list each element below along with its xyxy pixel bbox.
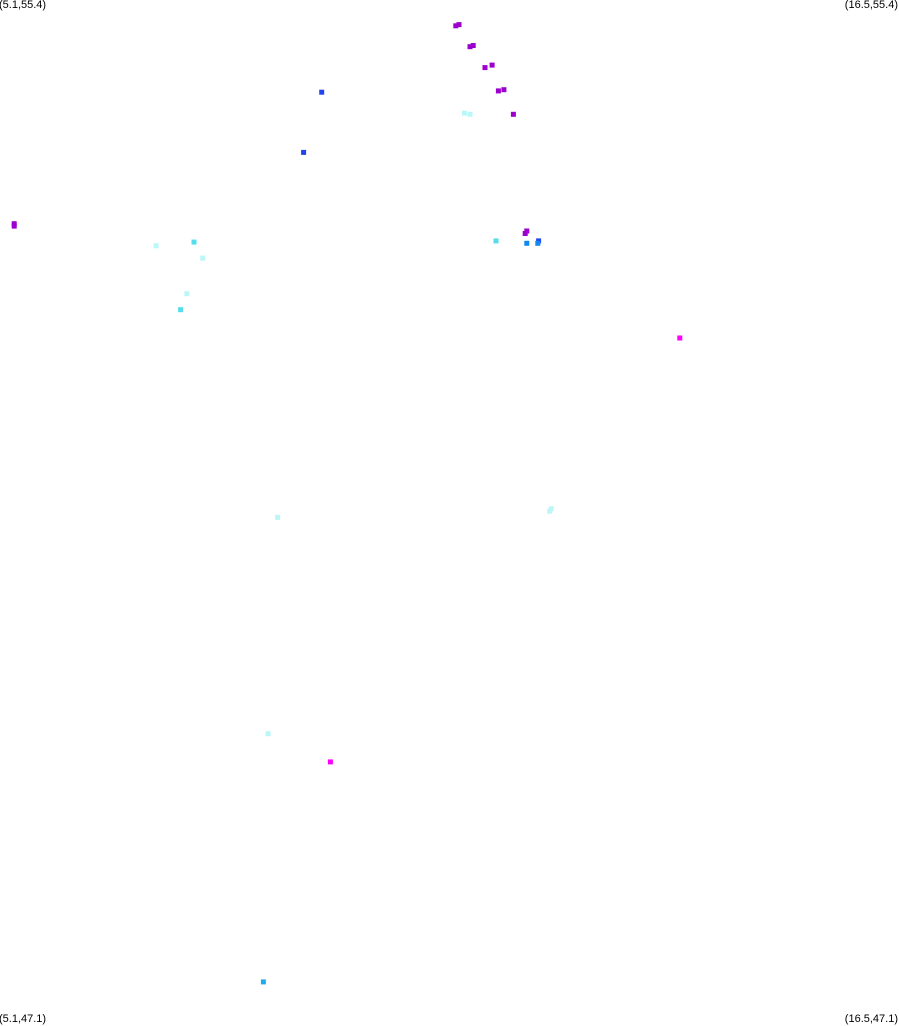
map-point-27 bbox=[677, 335, 683, 341]
map-point-31 bbox=[265, 731, 271, 737]
map-point-14 bbox=[319, 89, 325, 95]
map-point-23 bbox=[153, 243, 159, 249]
points-layer bbox=[11, 22, 683, 985]
map-point-9 bbox=[510, 111, 516, 117]
map-point-5 bbox=[482, 65, 488, 71]
map-point-21 bbox=[493, 238, 499, 244]
map-point-4 bbox=[470, 43, 476, 48]
map-point-26 bbox=[178, 307, 184, 313]
map-point-13 bbox=[11, 223, 17, 229]
map-point-1 bbox=[453, 23, 459, 29]
map-point-30 bbox=[275, 514, 281, 520]
map-point-32 bbox=[327, 759, 333, 765]
map-point-7 bbox=[495, 88, 501, 94]
corner-label-top-right: (16.5,55.4) bbox=[844, 0, 898, 11]
map-point-15 bbox=[301, 149, 307, 155]
map-point-11 bbox=[522, 231, 528, 236]
map-point-17 bbox=[524, 240, 530, 246]
map-point-33 bbox=[260, 979, 266, 985]
map-point-20 bbox=[467, 111, 473, 117]
map-point-24 bbox=[200, 255, 206, 261]
map-point-18 bbox=[535, 240, 541, 246]
map-point-8 bbox=[501, 87, 507, 93]
map-point-19 bbox=[462, 110, 467, 116]
map-point-29 bbox=[547, 508, 553, 514]
corner-label-top-left: (5.1,55.4) bbox=[0, 0, 47, 11]
map-point-2 bbox=[456, 22, 462, 28]
map-point-3 bbox=[467, 44, 473, 50]
map-point-22 bbox=[191, 239, 197, 245]
map-point-6 bbox=[489, 62, 495, 68]
map-point-25 bbox=[184, 291, 190, 297]
